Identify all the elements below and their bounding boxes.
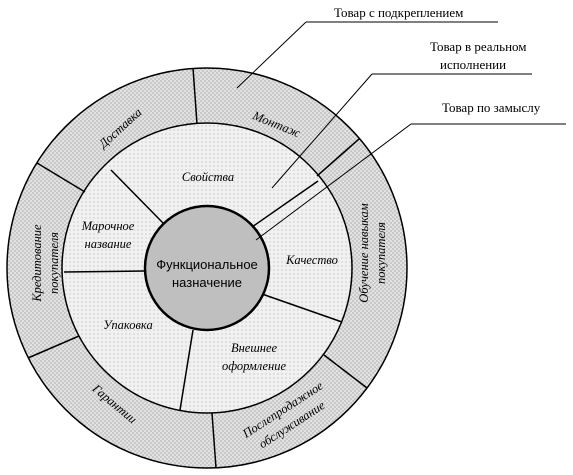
label-credit-line1: Кредитование bbox=[30, 224, 44, 303]
divider-brand-properties bbox=[110, 169, 165, 225]
label-credit-line2: покупателя bbox=[47, 232, 61, 294]
label-training-line2: покупателя bbox=[374, 222, 388, 284]
core-label-line1: Функциональное bbox=[156, 257, 258, 272]
middle-ring-dividers bbox=[63, 169, 343, 411]
leader-core bbox=[255, 123, 412, 241]
divider-credit-delivery bbox=[36, 162, 86, 193]
leader-augmented bbox=[236, 21, 307, 89]
label-properties: Свойства bbox=[182, 170, 234, 184]
divider-training-after-sales bbox=[323, 354, 368, 389]
divider-quality-design bbox=[261, 293, 343, 323]
divider-packaging-brand bbox=[63, 270, 146, 273]
label-brand-line1: Марочное bbox=[81, 219, 135, 233]
label-training-line1: Обучение навыкам bbox=[357, 203, 371, 302]
label-brand-line2: название bbox=[85, 237, 132, 251]
divider-installation-training bbox=[316, 138, 360, 177]
label-packaging: Упаковка bbox=[103, 318, 152, 332]
divider-design-packaging bbox=[179, 329, 194, 411]
divider-warranty-credit bbox=[27, 335, 80, 359]
divider-after-sales-warranty bbox=[211, 412, 217, 469]
leader-actual bbox=[271, 73, 373, 189]
label-design-line2: оформление bbox=[222, 359, 287, 373]
core-label-line2: назначение bbox=[172, 275, 242, 290]
callout-leaders bbox=[236, 21, 566, 241]
label-quality: Качество bbox=[285, 253, 338, 267]
label-design-line1: Внешнее bbox=[231, 341, 278, 355]
callout-core-product: Товар по замыслу bbox=[442, 100, 541, 115]
divider-delivery-installation bbox=[192, 67, 198, 125]
core-circle bbox=[143, 204, 271, 332]
divider-properties-quality bbox=[251, 180, 319, 228]
callout-augmented-product: Товар с подкреплением bbox=[334, 5, 463, 20]
callout-actual-product-line2: исполнении bbox=[440, 57, 506, 72]
callout-actual-product-line1: Товар в реальном bbox=[430, 39, 527, 54]
outer-ring-dividers bbox=[27, 67, 368, 469]
